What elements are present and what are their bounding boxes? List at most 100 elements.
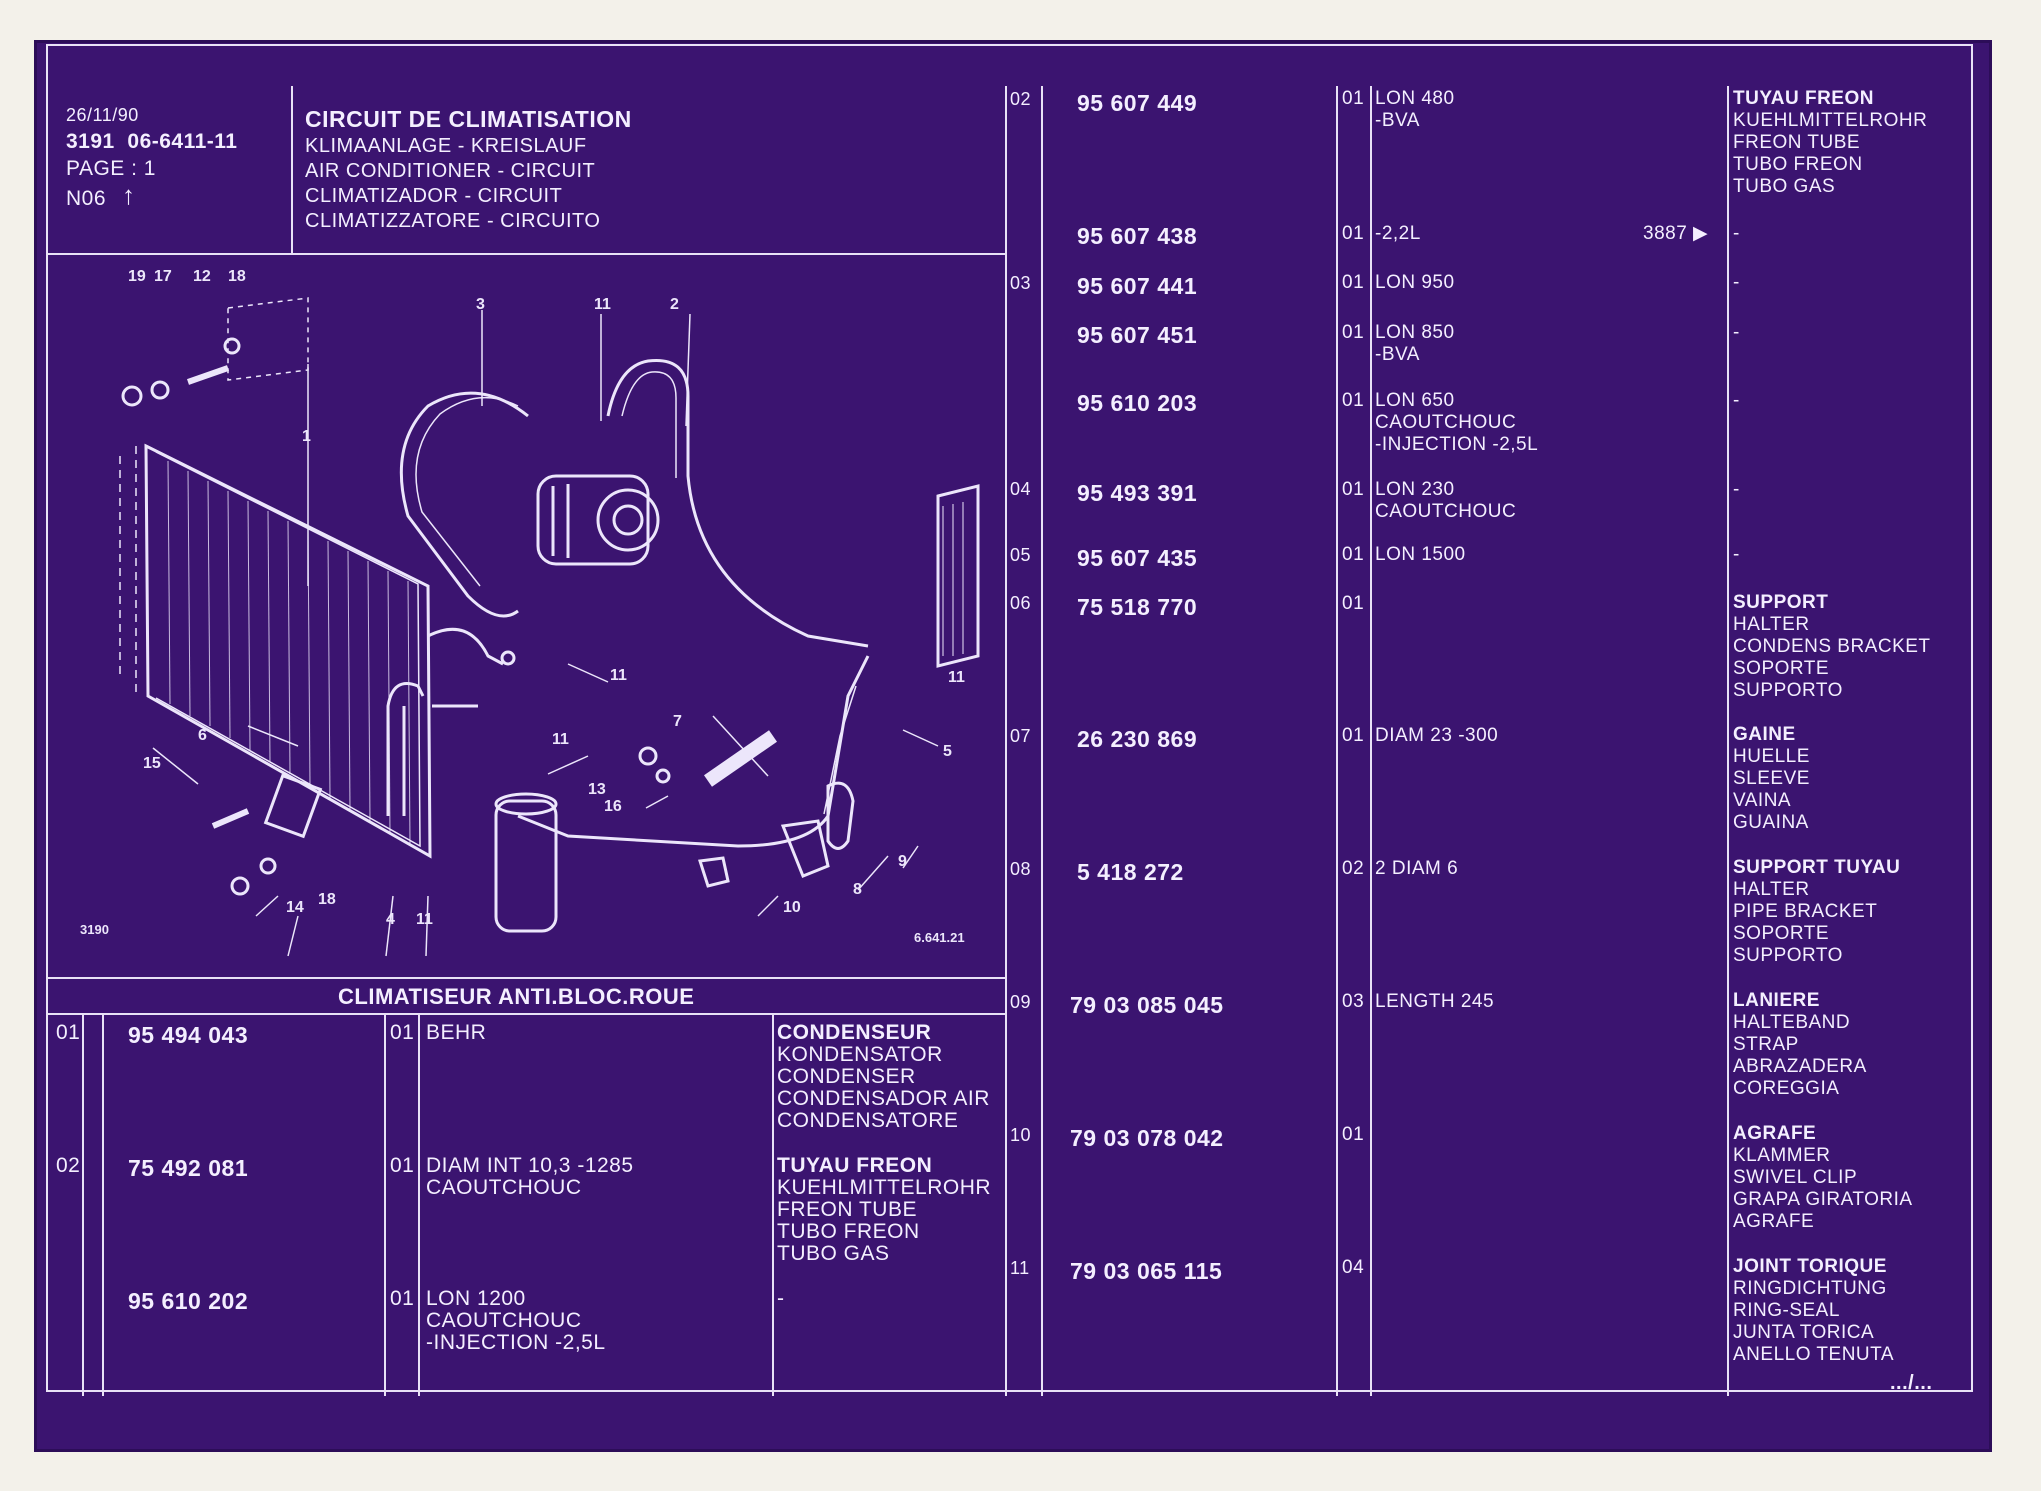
part-description: LON 230 xyxy=(1375,479,1455,500)
part-number: 95 607 438 xyxy=(1077,223,1198,249)
part-name: AGRAFE xyxy=(1733,1211,1815,1232)
quantity: 01 xyxy=(390,1021,415,1044)
section-code: N06 xyxy=(66,187,107,210)
clip-10 xyxy=(698,856,730,888)
part-name: CONDENSATORE xyxy=(777,1109,959,1132)
part-name: - xyxy=(1733,544,1740,565)
item-number: 03 xyxy=(1010,273,1032,293)
strap-9 xyxy=(826,781,855,850)
part-name: - xyxy=(1733,390,1740,411)
part-description: LON 480 xyxy=(1375,88,1455,109)
page-number: PAGE : 1 xyxy=(66,157,156,180)
callout-label: 18 xyxy=(318,891,336,908)
part-name: STRAP xyxy=(1733,1034,1799,1055)
column-divider xyxy=(1041,86,1043,1396)
cross-reference[interactable]: 3887 ▶ xyxy=(1643,223,1709,244)
quantity: 01 xyxy=(1342,479,1365,500)
diagram-code-left: 3190 xyxy=(80,922,109,937)
quantity: 01 xyxy=(1342,390,1365,411)
part-description: 2 DIAM 6 xyxy=(1375,858,1459,879)
part-description: LON 650 xyxy=(1375,390,1455,411)
part-number: 95 610 203 xyxy=(1077,390,1198,416)
item-number: 06 xyxy=(1010,593,1032,613)
part-description: -2,2L xyxy=(1375,223,1421,244)
part-name: CONDENSEUR xyxy=(777,1021,932,1044)
quantity: 01 xyxy=(1342,544,1365,565)
part-number: 95 607 451 xyxy=(1077,322,1198,348)
part-name: SUPPORT TUYAU xyxy=(1733,857,1901,878)
part-name: FREON TUBE xyxy=(777,1198,917,1221)
part-description: -INJECTION -2,5L xyxy=(1375,434,1539,455)
quantity: 01 xyxy=(1342,322,1365,343)
part-name: ANELLO TENUTA xyxy=(1733,1344,1895,1365)
column-divider xyxy=(1727,86,1729,1396)
condenser-part xyxy=(119,443,516,859)
item-number: 09 xyxy=(1010,992,1032,1012)
callout-label: 7 xyxy=(673,713,682,730)
part-number: 95 493 391 xyxy=(1077,480,1198,506)
part-name: RINGDICHTUNG xyxy=(1733,1278,1887,1299)
part-description: LON 850 xyxy=(1375,322,1455,343)
title-line-es: CLIMATIZADOR - CIRCUIT xyxy=(305,185,563,207)
part-name: TUYAU FREON xyxy=(1733,88,1874,109)
part-description: LON 950 xyxy=(1375,272,1455,293)
part-number: 79 03 078 042 xyxy=(1070,1125,1224,1151)
part-name: AGRAFE xyxy=(1733,1123,1817,1144)
page-frame xyxy=(46,44,1973,1392)
part-name: TUBO FREON xyxy=(1733,154,1863,175)
hose-3-inner xyxy=(415,396,519,587)
row-divider xyxy=(48,253,1005,255)
continued-marker[interactable]: .../... xyxy=(1890,1372,1933,1394)
part-name: TUYAU FREON xyxy=(777,1154,933,1177)
callout-label: 11 xyxy=(594,296,611,313)
row-divider xyxy=(48,977,1005,979)
item-number: 08 xyxy=(1010,859,1032,879)
callout-label: 5 xyxy=(943,743,952,760)
part-name: HALTER xyxy=(1733,614,1810,635)
hose-5 xyxy=(517,655,870,848)
hose-2-inner xyxy=(621,371,677,478)
title-line-it: CLIMATIZZATORE - CIRCUITO xyxy=(305,210,601,232)
microfiche-sheet xyxy=(34,40,1992,1452)
part-name: LANIERE xyxy=(1733,990,1820,1011)
part-name: SUPPORT xyxy=(1733,592,1829,613)
part-name: HUELLE xyxy=(1733,746,1810,767)
part-description: -INJECTION -2,5L xyxy=(426,1331,606,1354)
item-number: 04 xyxy=(1010,479,1032,499)
drier-part xyxy=(494,792,558,933)
callout-label: 18 xyxy=(228,268,246,285)
part-name: TUBO GAS xyxy=(1733,176,1836,197)
callout-label: 19 xyxy=(128,268,146,285)
part-number: 5 418 272 xyxy=(1077,859,1184,885)
part-name: VAINA xyxy=(1733,790,1792,811)
item-number: 07 xyxy=(1010,726,1032,746)
part-name: PIPE BRACKET xyxy=(1733,901,1878,922)
compressor-part xyxy=(536,474,660,566)
part-name: COREGGIA xyxy=(1733,1078,1840,1099)
part-name: - xyxy=(1733,479,1740,500)
quantity: 03 xyxy=(1342,991,1365,1012)
bracket-8 xyxy=(780,819,830,878)
part-description: CAOUTCHOUC xyxy=(426,1309,582,1332)
column-divider xyxy=(102,1014,104,1396)
title-line-de: KLIMAANLAGE - KREISLAUF xyxy=(305,135,587,157)
part-name: CONDENS BRACKET xyxy=(1733,636,1931,657)
callout-label: 14 xyxy=(286,899,304,916)
part-number: 75 518 770 xyxy=(1077,594,1198,620)
part-name: KLAMMER xyxy=(1733,1145,1831,1166)
quantity: 01 xyxy=(1342,88,1365,109)
item-number: 02 xyxy=(1010,89,1032,109)
part-name: JOINT TORIQUE xyxy=(1733,1256,1887,1277)
column-divider xyxy=(82,1014,84,1396)
part-name: SLEEVE xyxy=(1733,768,1810,789)
quantity: 04 xyxy=(1342,1257,1365,1278)
callout-label: 11 xyxy=(416,911,433,928)
pipe-4 xyxy=(386,682,425,816)
part-name: SUPPORTO xyxy=(1733,945,1843,966)
callout-label: 15 xyxy=(143,755,161,772)
part-description: LON 1500 xyxy=(1375,544,1466,565)
column-divider xyxy=(291,86,293,254)
part-description: LON 1200 xyxy=(426,1287,526,1310)
part-name: SOPORTE xyxy=(1733,658,1830,679)
exploded-view-diagram: 19 17 12 18 3 11 2 1 11 11 6 15 7 11 13 … xyxy=(80,268,980,957)
